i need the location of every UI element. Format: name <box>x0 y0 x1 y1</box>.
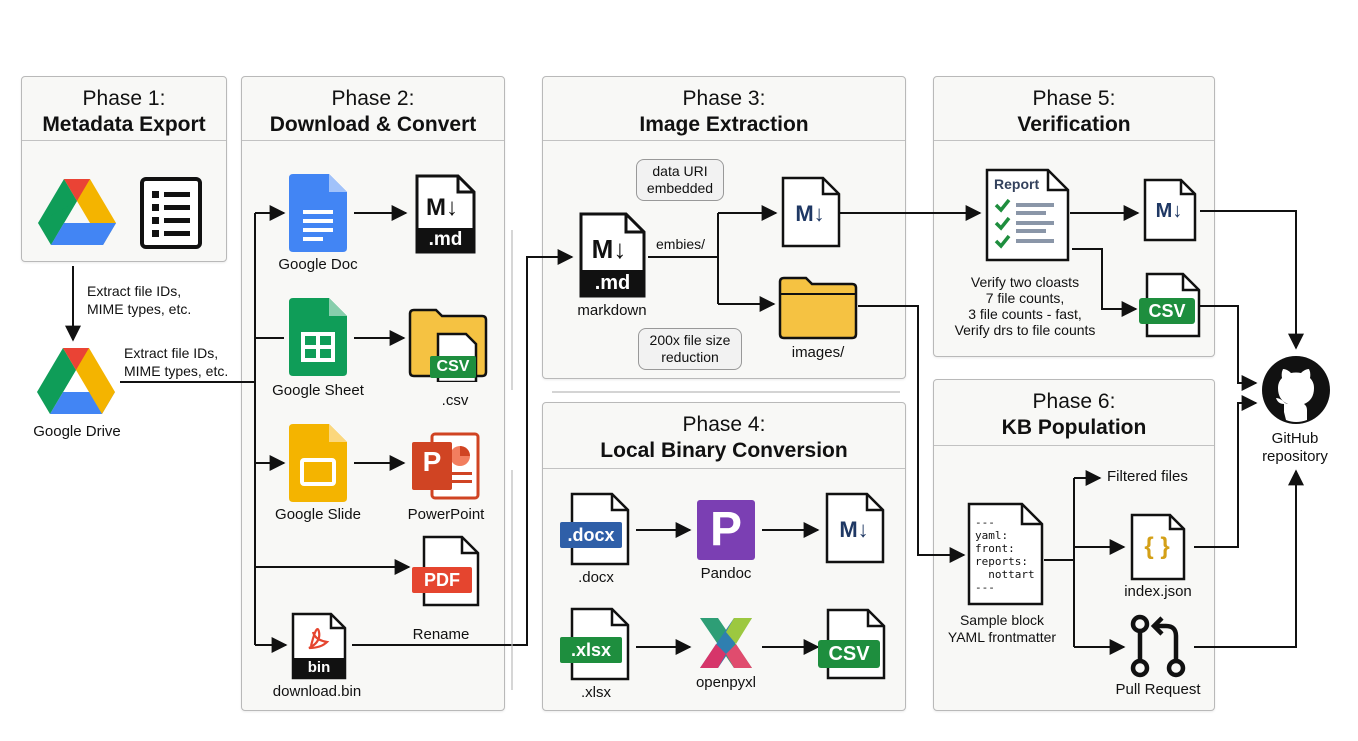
docx-file-icon: .docx <box>560 492 630 566</box>
phase-1-title: Metadata Export <box>42 113 206 136</box>
phase-5-header: Phase 5: Verification <box>934 77 1214 141</box>
csv-badge-3: CSV <box>1139 298 1195 324</box>
sample-block-label: Sample block YAML frontmatter <box>947 612 1057 645</box>
embed-label: embies/ <box>656 236 706 252</box>
google-slide-label: Google Slide <box>275 506 361 523</box>
md-glyph-4: M↓ <box>1155 200 1183 222</box>
md-file-icon-2: M↓ <box>781 176 841 248</box>
extract-text-2: Extract file IDs, MIME types, etc. <box>124 345 229 379</box>
google-doc-label: Google Doc <box>278 256 358 273</box>
csv-file-icon-2: CSV <box>1139 272 1201 338</box>
google-drive-icon-2 <box>37 348 115 414</box>
csv-badge-2: CSV <box>818 640 880 668</box>
list-document-icon <box>140 177 202 249</box>
md-glyph: M↓ <box>426 194 458 221</box>
pandoc-glyph: P <box>709 503 742 556</box>
md-badge: .md <box>428 229 463 250</box>
markdown-glyph: M↓ <box>591 234 627 264</box>
phase-4-label: Phase 4: <box>682 413 766 436</box>
size-reduction-bubble: 200x file size reduction <box>638 328 742 370</box>
phase-6-header: Phase 6: KB Population <box>934 380 1214 446</box>
csv-badge: CSV <box>430 356 476 378</box>
phase-5-label: Phase 5: <box>1032 87 1116 110</box>
csv-folder-icon: CSV <box>408 306 488 382</box>
bin-badge: bin <box>307 659 331 676</box>
bin-file-icon: bin <box>291 612 347 680</box>
pdf-file-icon: PDF <box>412 535 480 607</box>
index-json-label: index.json <box>1124 583 1192 600</box>
google-drive-label: Google Drive <box>33 423 121 440</box>
phase-3-label: Phase 3: <box>682 87 766 110</box>
phase-3-header: Phase 3: Image Extraction <box>543 77 905 141</box>
docx-badge: .docx <box>560 522 622 548</box>
pull-request-label: Pull Request <box>1115 681 1201 698</box>
phase-5-title: Verification <box>1017 113 1131 136</box>
markdown-label: markdown <box>577 302 647 319</box>
phase-4-title: Local Binary Conversion <box>600 439 848 462</box>
google-sheet-label: Google Sheet <box>272 382 364 399</box>
xlsx-file-icon: .xlsx <box>560 607 630 681</box>
md-file-icon-3: M↓ <box>825 492 885 564</box>
pandoc-icon: P <box>697 500 755 560</box>
pdf-badge: PDF <box>412 567 472 593</box>
phase-4-header: Phase 4: Local Binary Conversion <box>543 403 905 469</box>
phase-6-title: KB Population <box>1001 416 1147 439</box>
md-glyph-3: M↓ <box>839 517 869 542</box>
csv-file-icon: CSV <box>818 608 886 680</box>
arrow-images-to-yaml <box>858 305 966 563</box>
pull-request-icon <box>1130 614 1186 678</box>
verify-text: Verify two cloasts 7 file counts, 3 file… <box>954 274 1096 338</box>
filtered-files-label: Filtered files <box>1107 468 1188 485</box>
xlsx-label: .xlsx <box>581 684 611 701</box>
md-glyph-2: M↓ <box>795 201 825 226</box>
phase-2-title: Download & Convert <box>269 113 477 136</box>
arrow-bin-to-markdown <box>352 249 574 646</box>
openpyxl-icon <box>700 618 752 668</box>
yaml-text: --- yaml: front: reports: nottart --- <box>975 516 1035 594</box>
phase-3-title: Image Extraction <box>639 113 809 136</box>
csv-label: .csv <box>441 392 469 409</box>
phase-6-label: Phase 6: <box>1032 390 1116 413</box>
report-title: Report <box>994 176 1040 192</box>
rename-label: Rename <box>412 626 470 643</box>
download-bin-label: download.bin <box>272 683 362 700</box>
json-glyph: { } <box>1144 533 1170 560</box>
github-icon <box>1262 356 1330 424</box>
report-icon: Report <box>984 168 1070 262</box>
google-sheet-icon <box>289 298 347 376</box>
phase-2-header: Phase 2: Download & Convert <box>242 77 504 141</box>
google-drive-icon <box>38 179 116 245</box>
phase-2-label: Phase 2: <box>331 87 415 110</box>
markdown-file-icon: M↓ .md <box>578 212 646 298</box>
docx-label: .docx <box>578 569 614 586</box>
phase-1-label: Phase 1: <box>82 87 166 110</box>
images-folder-icon <box>778 276 858 340</box>
powerpoint-label: PowerPoint <box>407 506 485 523</box>
pandoc-label: Pandoc <box>700 565 752 582</box>
google-slide-icon <box>289 424 347 502</box>
extract-text-1: Extract file IDs, MIME types, etc. <box>87 283 192 317</box>
powerpoint-glyph: P <box>422 446 442 477</box>
openpyxl-label: openpyxl <box>695 674 757 691</box>
github-label: GitHub repository <box>1262 430 1328 465</box>
xlsx-badge: .xlsx <box>560 637 622 663</box>
index-json-icon: { } <box>1130 513 1186 581</box>
md-file-icon: M↓ .md <box>414 174 476 254</box>
phase-1-header: Phase 1: Metadata Export <box>22 77 226 141</box>
images-label: images/ <box>791 344 845 361</box>
google-doc-icon <box>289 174 347 252</box>
markdown-badge: .md <box>594 272 631 294</box>
md-file-icon-4: M↓ <box>1143 178 1197 242</box>
data-uri-bubble: data URI embedded <box>636 159 724 201</box>
powerpoint-icon: P <box>410 432 480 500</box>
yaml-file-icon: --- yaml: front: reports: nottart --- <box>966 502 1044 606</box>
